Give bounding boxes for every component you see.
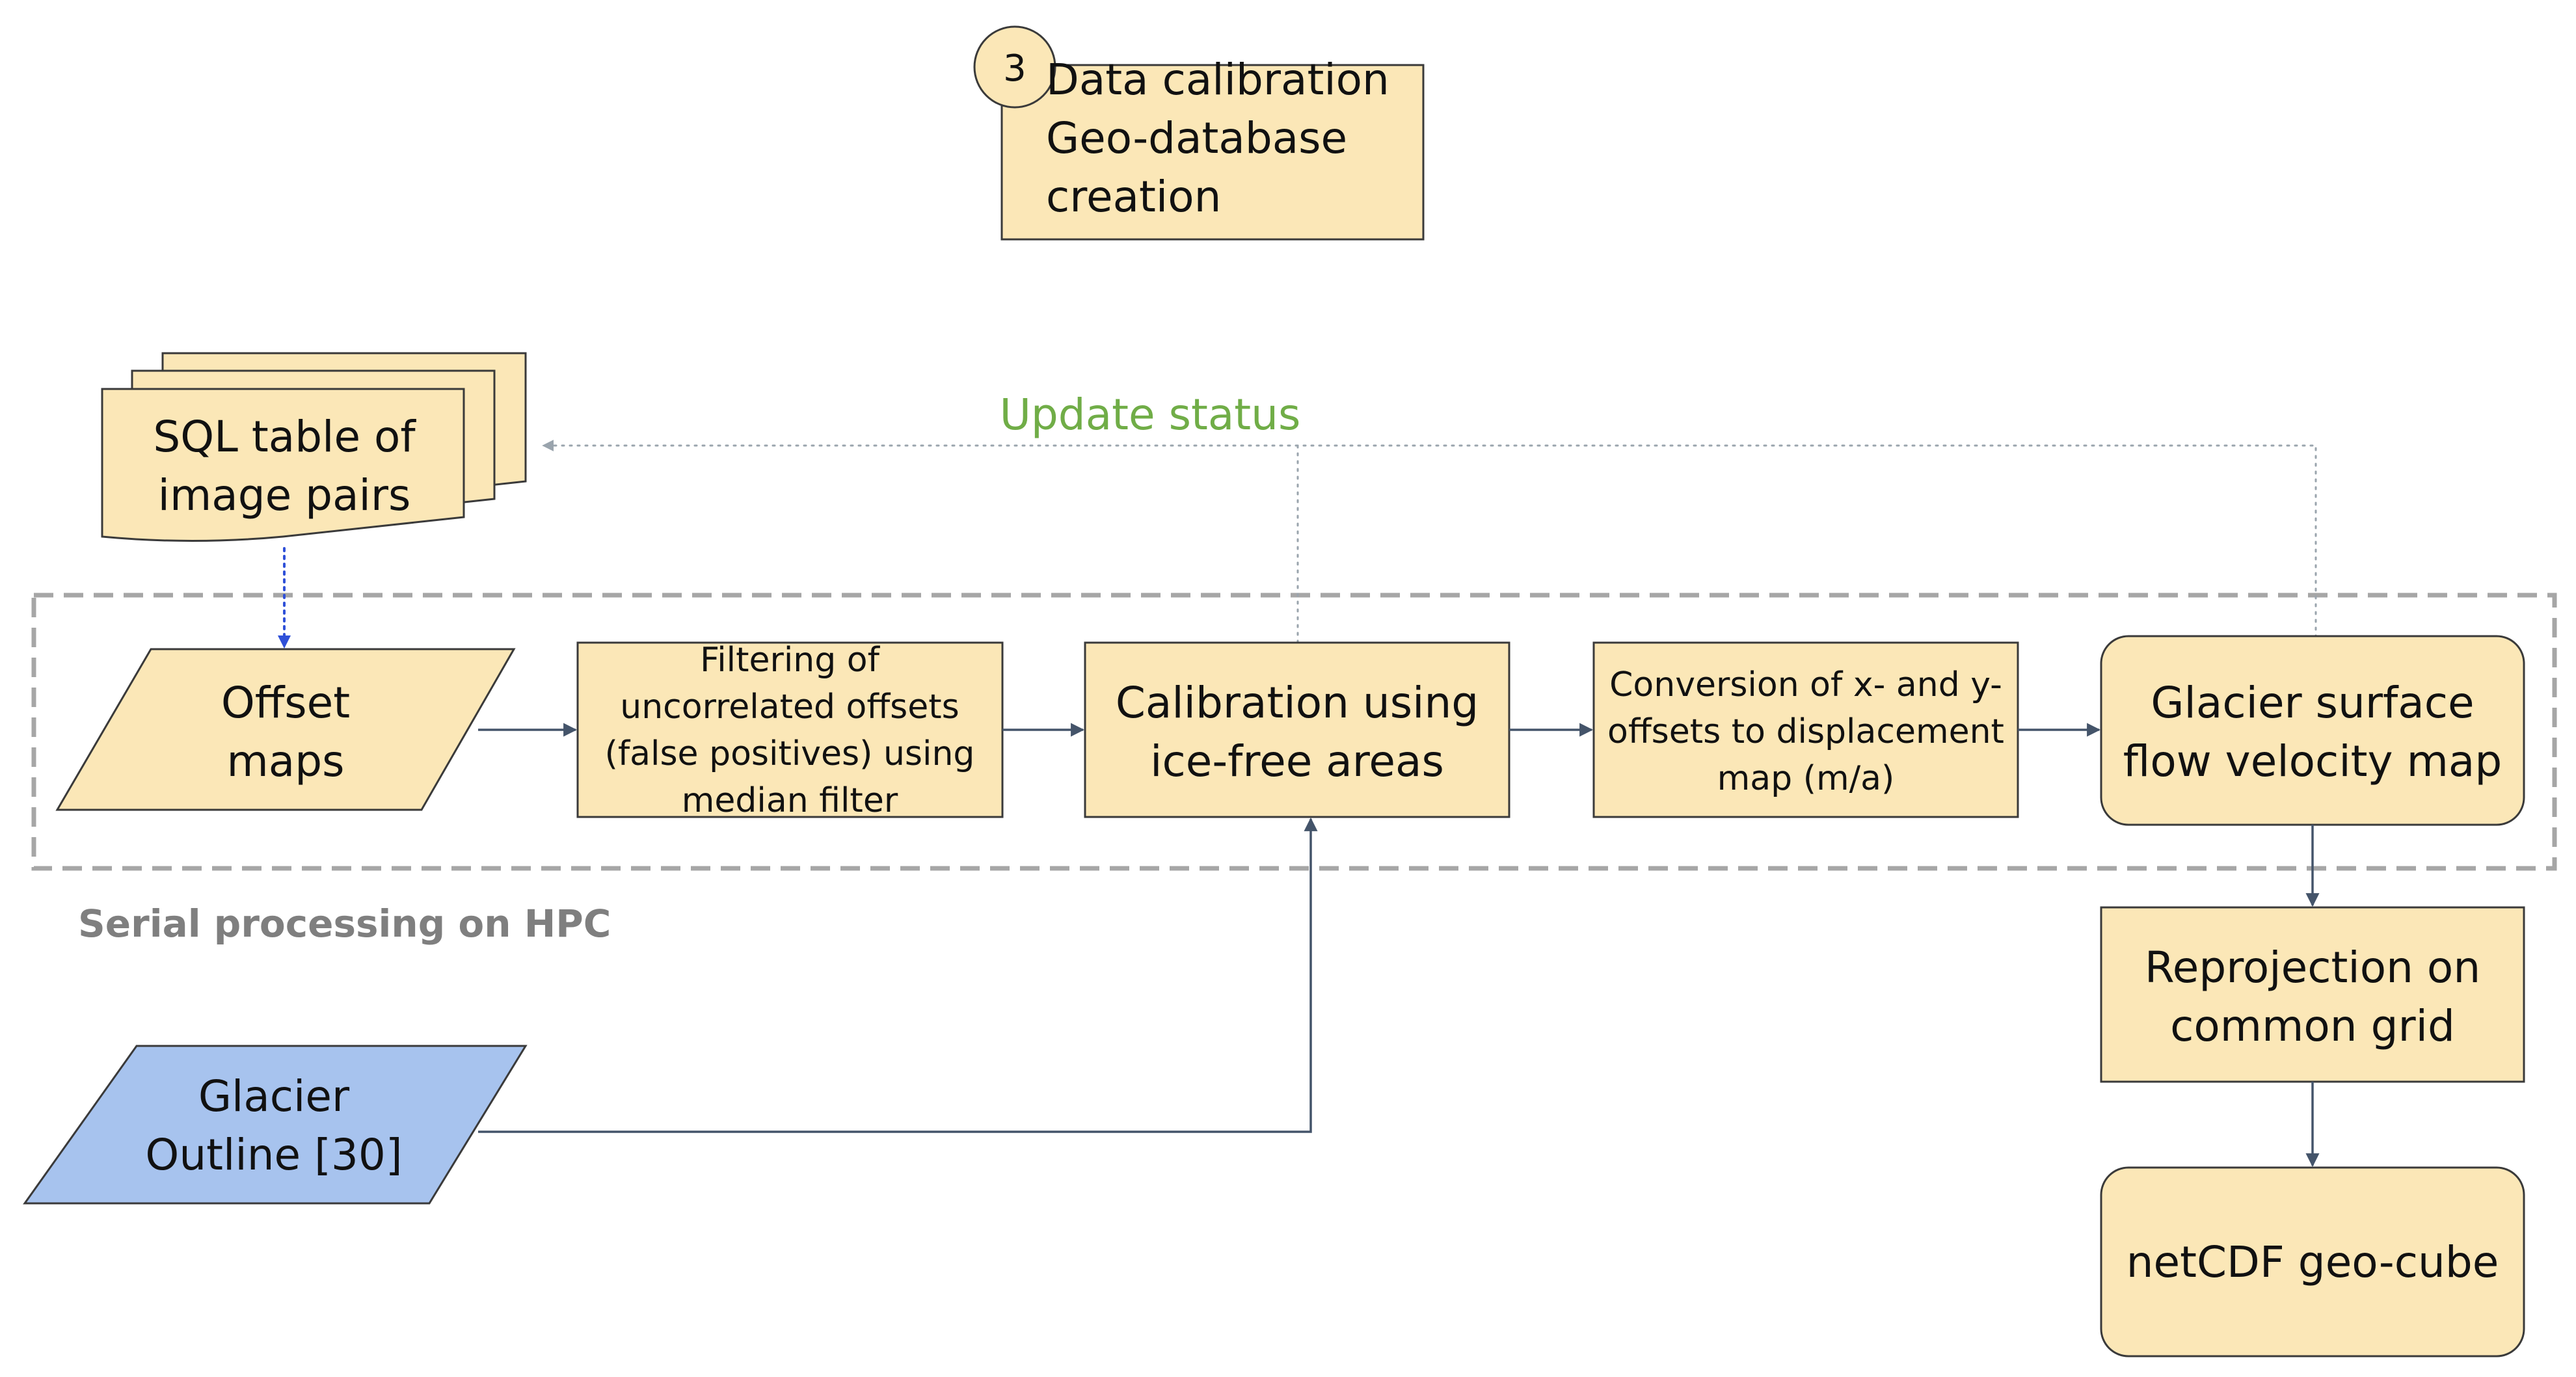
reprojection-node <box>2100 906 2525 1083</box>
geocube-node <box>2100 1166 2525 1357</box>
step-number-badge <box>973 25 1056 109</box>
update-status-label: Update status <box>1000 390 1301 440</box>
offset-maps-node <box>55 648 516 811</box>
offset-maps-label-line-1: Offset <box>221 678 350 728</box>
serial-processing-label: Serial processing on HPC <box>78 902 611 946</box>
calibration-node <box>1084 641 1510 818</box>
offset-maps-label-line-2: maps <box>226 736 344 786</box>
filtering-label: Filtering of uncorrelated offsets (false p… <box>605 641 975 820</box>
reprojection-label: Reprojection on common grid <box>2145 943 2480 1051</box>
conversion-node <box>1592 641 2019 818</box>
conversion-label-line-1: Conversion of x- and y- <box>1609 665 2002 704</box>
reprojection-label-line-2: common grid <box>2170 1001 2455 1051</box>
data-calibration-box <box>1000 64 1425 241</box>
glacier-outline-node <box>23 1045 528 1205</box>
velocity-map-label: Glacier surface flow velocity map <box>2123 678 2502 786</box>
filtering-label-line-1: Filtering of <box>700 641 881 680</box>
data-calibration-label-line-1: Data calibration <box>1046 55 1389 105</box>
glacier-outline-label-line-2: Outline [30] <box>145 1130 402 1180</box>
velocity-map-label-line-1: Glacier surface <box>2151 678 2474 728</box>
serial-processing-region <box>31 593 2557 871</box>
calibration-label-line-2: ice-free areas <box>1150 736 1444 786</box>
offset-maps-label: Offset maps <box>221 678 350 786</box>
data-calibration-label-line-3: creation <box>1046 172 1221 222</box>
filtering-label-line-2: uncorrelated offsets <box>620 688 959 727</box>
calibration-label: Calibration using ice-free areas <box>1116 678 1479 786</box>
outline-to-calibration-connector <box>478 817 1318 1133</box>
filtering-label-line-4: median filter <box>682 781 898 820</box>
sql-table-label: SQL table of image pairs <box>153 412 416 520</box>
filtering-label-line-3: (false positives) using <box>605 734 975 773</box>
step-number: 3 <box>1003 47 1026 90</box>
sql-table-label-line-2: image pairs <box>158 470 411 520</box>
geocube-label-line-1: netCDF geo-cube <box>2127 1237 2499 1287</box>
sql-table-label-line-1: SQL table of <box>153 412 416 462</box>
sql-table-doc-front <box>101 388 465 542</box>
velocity-map-label-line-2: flow velocity map <box>2123 736 2502 786</box>
reprojection-label-line-1: Reprojection on <box>2145 943 2480 993</box>
conversion-label-line-3: map (m/a) <box>1717 759 1895 798</box>
geocube-label: netCDF geo-cube <box>2127 1237 2499 1287</box>
velocity-map-node <box>2100 635 2525 826</box>
glacier-outline-label-line-1: Glacier <box>198 1071 350 1121</box>
conversion-label-line-2: offsets to displacement <box>1607 712 2004 751</box>
data-calibration-label-line-2: Geo-database <box>1046 113 1347 163</box>
update-status-connector <box>542 440 2317 639</box>
calibration-label-line-1: Calibration using <box>1116 678 1479 728</box>
conversion-label: Conversion of x- and y-offsets to displa… <box>1607 665 2004 798</box>
